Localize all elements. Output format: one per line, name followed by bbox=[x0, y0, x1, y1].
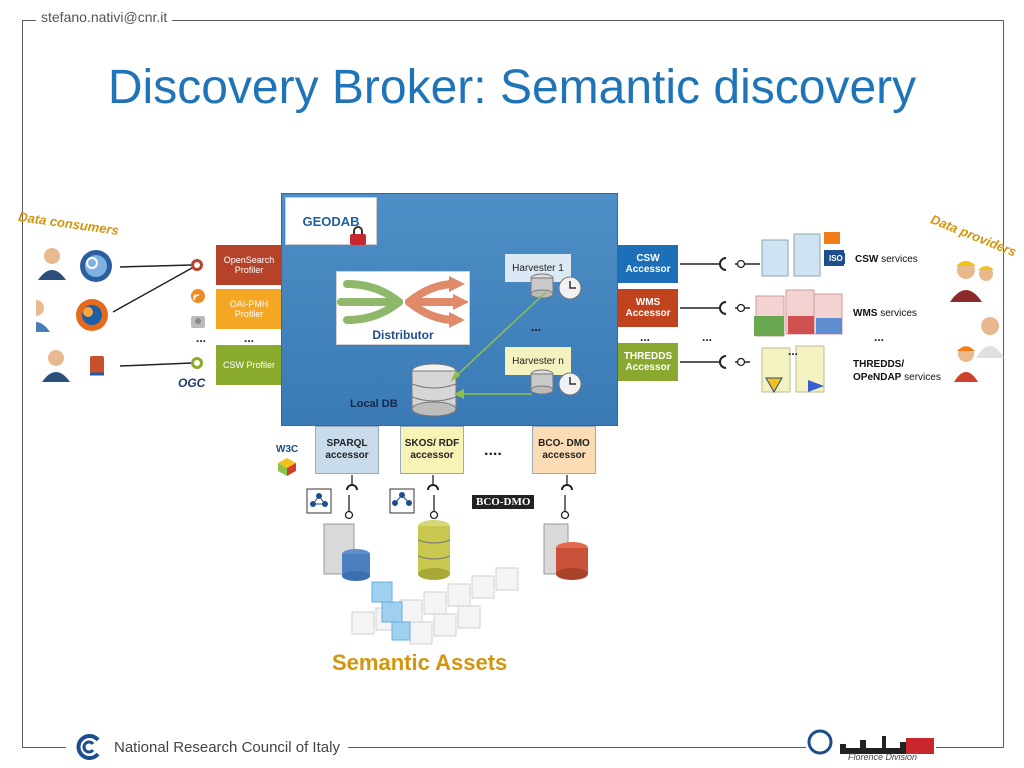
profiler-side-icons bbox=[191, 289, 205, 328]
lock-icon bbox=[350, 226, 366, 245]
wms-accessor: WMS Accessor bbox=[618, 289, 678, 327]
harvester-1-db-icon bbox=[530, 273, 582, 300]
distributor-arrows-icon bbox=[337, 276, 469, 328]
author-email: stefano.nativi@cnr.it bbox=[36, 9, 173, 25]
user-icon bbox=[38, 248, 66, 280]
thredds-services-label: THREDDS/ OPeNDAP services bbox=[853, 359, 941, 383]
rdf-logo-icon bbox=[389, 488, 415, 514]
skos-rdf-accessor: SKOS/ RDF accessor bbox=[400, 426, 464, 474]
sparql-accessor: SPARQL accessor bbox=[315, 426, 379, 474]
cnr-logo-icon bbox=[76, 734, 100, 760]
ogc-logo: OGC bbox=[178, 376, 206, 390]
sparql-db-icon bbox=[323, 523, 370, 581]
florence-skyline-logo bbox=[806, 724, 936, 764]
semantic-db-icons bbox=[323, 520, 588, 581]
semantic-ellipsis: .... bbox=[484, 442, 502, 459]
consumer-ellipsis: ... bbox=[196, 331, 207, 345]
thredds-accessor: THREDDS Accessor bbox=[618, 343, 678, 381]
profiler-ellipsis: ... bbox=[244, 331, 255, 345]
bco-dmo-accessor: BCO- DMO accessor bbox=[532, 426, 596, 474]
bco-dmo-db-icon bbox=[543, 523, 588, 580]
consumer-icons bbox=[36, 248, 112, 382]
florence-division-label: Florence Division bbox=[848, 752, 918, 762]
csw-services-label: CSW services bbox=[855, 254, 918, 265]
distributor-box: Distributor bbox=[336, 271, 470, 345]
local-db-icon bbox=[411, 363, 457, 417]
accessor-ellipsis-left: ... bbox=[640, 330, 651, 344]
iso-logo: ISO bbox=[827, 253, 845, 264]
sparql-logo-icon bbox=[306, 488, 332, 514]
harvest-arrows bbox=[450, 291, 547, 399]
csw-profiler: CSW Profiler bbox=[216, 345, 282, 385]
harvester-ellipsis: ... bbox=[531, 320, 542, 334]
footer-org: National Research Council of Italy bbox=[66, 734, 348, 760]
opensearch-profiler: OpenSearch Profiler bbox=[216, 245, 282, 285]
bco-dmo-logo: BCO-DMO bbox=[472, 495, 535, 509]
service-icons-ellipsis: ... bbox=[788, 344, 799, 358]
service-server-icons bbox=[754, 232, 844, 394]
provider-icons bbox=[950, 261, 1004, 382]
local-db-label: Local DB bbox=[350, 398, 398, 410]
harvester-n: Harvester n bbox=[505, 347, 571, 375]
semantic-web-cubes-image bbox=[351, 567, 519, 645]
footer-org-name: National Research Council of Italy bbox=[114, 738, 340, 756]
services-ellipsis: ... bbox=[874, 330, 885, 344]
w3c-cube-icon bbox=[278, 458, 296, 476]
slide-frame bbox=[22, 20, 1004, 748]
oai-pmh-profiler: OAI-PMH Profiler bbox=[216, 289, 282, 329]
semantic-assets-label: Semantic Assets bbox=[332, 650, 508, 675]
distributor-label: Distributor bbox=[372, 328, 434, 342]
skos-db-icon bbox=[417, 520, 451, 580]
accessor-ellipsis-right: ... bbox=[702, 330, 713, 344]
harvester-n-db-icon bbox=[530, 369, 582, 396]
worker-icon bbox=[950, 261, 994, 302]
slide-title: Discovery Broker: Semantic discovery bbox=[107, 61, 917, 114]
csw-accessor: CSW Accessor bbox=[618, 245, 678, 283]
wms-services-label: WMS services bbox=[853, 308, 917, 319]
w3c-logo: W3C bbox=[276, 444, 299, 455]
